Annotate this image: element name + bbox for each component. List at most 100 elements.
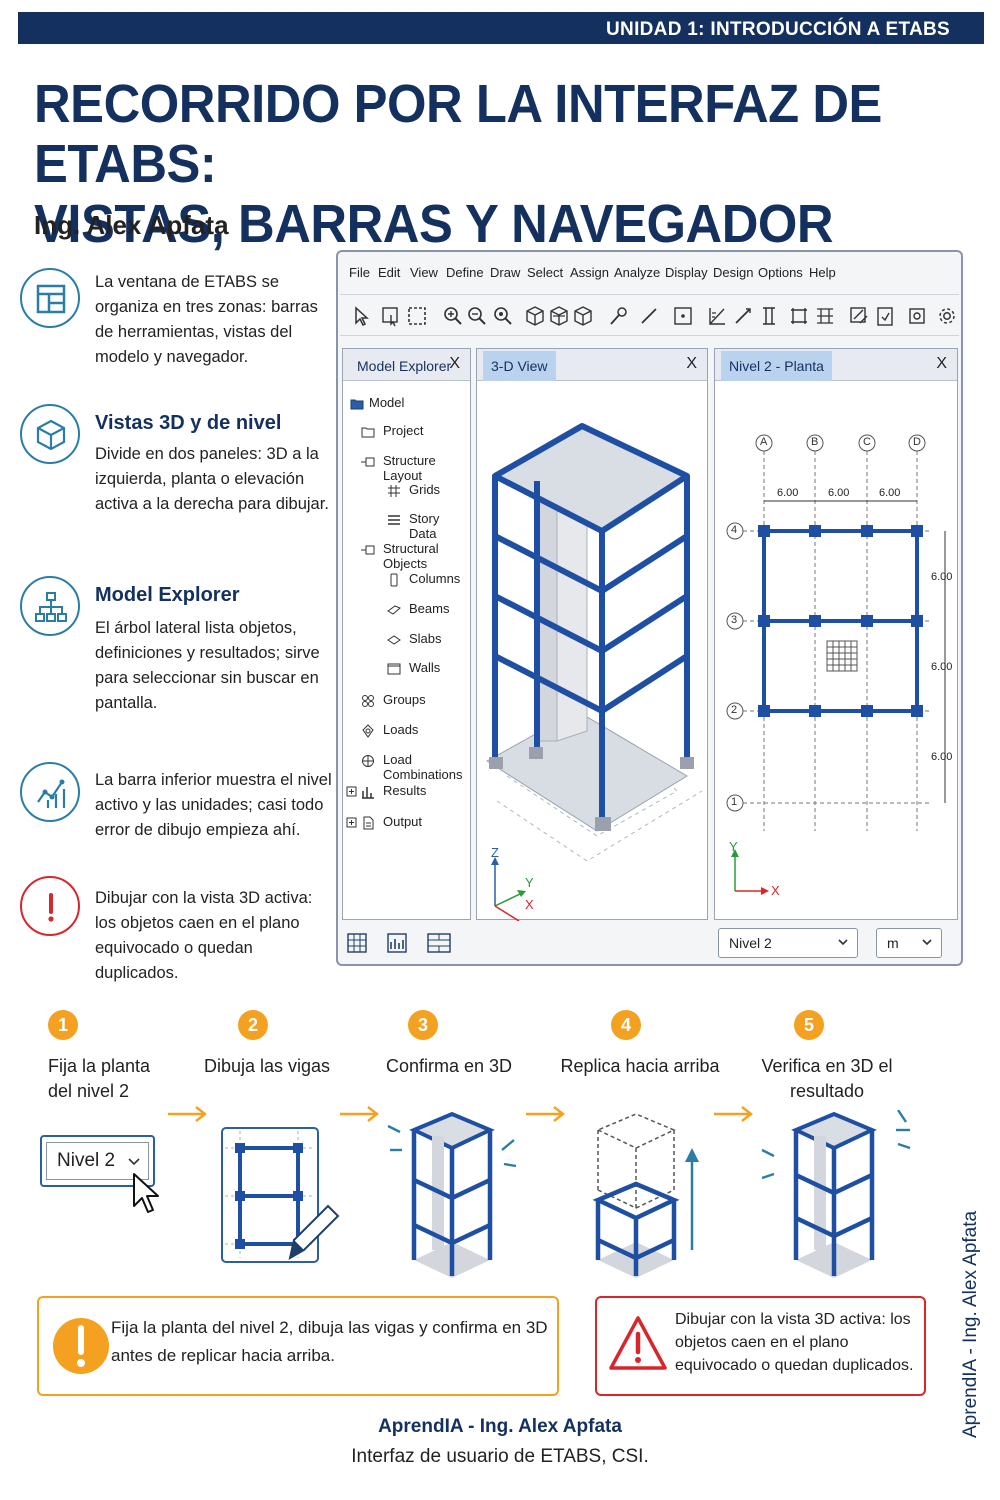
grid-toggle-icon[interactable] bbox=[346, 932, 368, 954]
row-spacing-3: 6.00 bbox=[931, 751, 953, 763]
title-line-1: RECORRIDO POR LA INTERFAZ DE ETABS: bbox=[34, 74, 882, 194]
plan-axis-y-label: Y bbox=[729, 839, 738, 854]
warning-note: Dibujar con la vista 3D activa: los obje… bbox=[595, 1296, 926, 1396]
close-3d-view-button[interactable]: X bbox=[686, 355, 697, 372]
window-select-icon[interactable] bbox=[406, 305, 428, 327]
building-3d-model[interactable] bbox=[477, 381, 709, 921]
tree-item-structural-objects[interactable]: Structural Objects bbox=[383, 541, 439, 571]
tab-3d-view[interactable]: 3-D View bbox=[483, 351, 556, 381]
gear-icon[interactable] bbox=[936, 305, 958, 327]
menu-define[interactable]: Define bbox=[446, 265, 484, 280]
zoom-in-icon[interactable] bbox=[442, 305, 464, 327]
menu-options[interactable]: Options bbox=[758, 265, 803, 280]
view-3d-icon[interactable] bbox=[524, 305, 546, 327]
cursor-icon bbox=[133, 1173, 159, 1213]
expand-icon[interactable] bbox=[345, 816, 359, 830]
wall-icon bbox=[387, 663, 401, 675]
arrow-right-icon bbox=[526, 1106, 565, 1122]
tree-item-project[interactable]: Project bbox=[383, 423, 424, 438]
unit-banner: UNIDAD 1: INTRODUCCIÓN A ETABS bbox=[18, 12, 984, 44]
draw-column-icon[interactable] bbox=[758, 305, 780, 327]
tree-item-grids[interactable]: Grids bbox=[409, 482, 441, 497]
tree-item-results[interactable]: Results bbox=[383, 783, 427, 798]
collapse-icon[interactable] bbox=[361, 455, 375, 469]
chart-view-icon[interactable] bbox=[386, 932, 408, 954]
info-item-statusbar: La barra inferior muestra el nivel activ… bbox=[20, 762, 335, 852]
tree-item-model[interactable]: Model bbox=[369, 395, 405, 410]
close-explorer-button[interactable]: X bbox=[449, 355, 460, 372]
author: Ing. Alex Apfata bbox=[34, 210, 229, 240]
tree-item-beams[interactable]: Beams bbox=[409, 601, 450, 616]
menu-select[interactable]: Select bbox=[527, 265, 564, 280]
window-layout-icon[interactable] bbox=[426, 932, 452, 954]
expand-icon[interactable] bbox=[345, 785, 359, 799]
tree-item-output[interactable]: Output bbox=[383, 814, 423, 829]
level-select-example-field[interactable]: Nivel 2 bbox=[46, 1142, 149, 1180]
tree-item-loads[interactable]: Loads bbox=[383, 722, 419, 737]
hierarchy-icon bbox=[20, 576, 80, 636]
draw-slab-icon[interactable] bbox=[788, 305, 810, 327]
model-explorer-header: Model Explorer X bbox=[343, 349, 470, 381]
plan-axis-x-label: X bbox=[771, 883, 780, 898]
tree-item-structure-layout[interactable]: Structure Layout bbox=[383, 453, 436, 483]
level-select[interactable]: Nivel 2 bbox=[718, 928, 858, 958]
step-label: Fija la planta del nivel 2 bbox=[48, 1056, 151, 1101]
run-analysis-icon[interactable] bbox=[906, 305, 928, 327]
menu-display[interactable]: Display bbox=[665, 265, 708, 280]
perspective-icon[interactable] bbox=[572, 305, 594, 327]
tree-item-slabs[interactable]: Slabs bbox=[409, 631, 442, 646]
close-plan-view-button[interactable]: X bbox=[936, 355, 947, 372]
draw-beam-icon[interactable] bbox=[732, 305, 754, 327]
menu-file[interactable]: File bbox=[349, 265, 370, 280]
draw-wall-icon[interactable] bbox=[814, 305, 836, 327]
slab-icon bbox=[387, 635, 401, 645]
draw-brace-icon[interactable] bbox=[706, 305, 728, 327]
axis-y-label: Y bbox=[525, 875, 534, 890]
col-spacing-1: 6.00 bbox=[777, 487, 799, 499]
tree-item-load-combinations[interactable]: Load Combinations bbox=[383, 752, 463, 782]
info-heading-explorer: Model Explorer bbox=[95, 584, 240, 606]
chart-icon bbox=[20, 762, 80, 822]
menu-help[interactable]: Help bbox=[809, 265, 836, 280]
tab-model-explorer[interactable]: Model Explorer bbox=[357, 358, 452, 374]
menu-draw[interactable]: Draw bbox=[490, 265, 521, 280]
check-icon[interactable] bbox=[874, 305, 896, 327]
assign-icon[interactable] bbox=[848, 305, 870, 327]
pointer-icon[interactable] bbox=[350, 305, 372, 327]
menu-edit[interactable]: Edit bbox=[378, 265, 401, 280]
plan-grid-drawing[interactable] bbox=[715, 381, 959, 921]
loads-icon bbox=[362, 724, 374, 738]
tree-item-story-data[interactable]: Story Data bbox=[409, 511, 440, 541]
grid-icon bbox=[388, 485, 400, 497]
grid-col-b: B bbox=[811, 436, 819, 448]
step-label: Verifica en 3D el resultado bbox=[761, 1056, 893, 1101]
page-title: RECORRIDO POR LA INTERFAZ DE ETABS: VIST… bbox=[34, 74, 899, 254]
model-explorer-panel: Model Explorer X Model Project Structure… bbox=[342, 348, 471, 920]
draw-line-icon[interactable] bbox=[638, 305, 660, 327]
draw-point-icon[interactable] bbox=[672, 305, 694, 327]
select-box-icon[interactable] bbox=[380, 305, 402, 327]
collapse-icon[interactable] bbox=[361, 543, 375, 557]
results-icon bbox=[362, 787, 374, 799]
measure-icon[interactable] bbox=[608, 305, 630, 327]
zoom-fit-icon[interactable] bbox=[492, 305, 514, 327]
info-item-layout: La ventana de ETABS se organiza en tres … bbox=[20, 268, 335, 378]
rotate-3d-icon[interactable] bbox=[548, 305, 570, 327]
tree-item-groups[interactable]: Groups bbox=[383, 692, 426, 707]
menu-view[interactable]: View bbox=[410, 265, 438, 280]
etabs-window: File Edit View Define Draw Select Assign… bbox=[336, 250, 963, 966]
grid-col-a: A bbox=[760, 436, 768, 448]
tab-plan-view[interactable]: Nivel 2 - Planta bbox=[721, 351, 832, 381]
menu-assign[interactable]: Assign bbox=[570, 265, 610, 280]
tree-item-columns[interactable]: Columns bbox=[409, 571, 461, 586]
info-item-views: Vistas 3D y de nivel Divide en dos panel… bbox=[20, 404, 335, 534]
zoom-out-icon[interactable] bbox=[466, 305, 488, 327]
tip-text: Fija la planta del nivel 2, dibuja las v… bbox=[111, 1318, 548, 1365]
tree-item-walls[interactable]: Walls bbox=[409, 660, 441, 675]
units-select[interactable]: m bbox=[876, 928, 942, 958]
menu-design[interactable]: Design bbox=[713, 265, 754, 280]
warning-icon bbox=[20, 876, 80, 936]
info-item-warning: Dibujar con la vista 3D activa: los obje… bbox=[20, 876, 335, 982]
menu-analyze[interactable]: Analyze bbox=[614, 265, 661, 280]
step-number: 3 bbox=[408, 1010, 438, 1040]
